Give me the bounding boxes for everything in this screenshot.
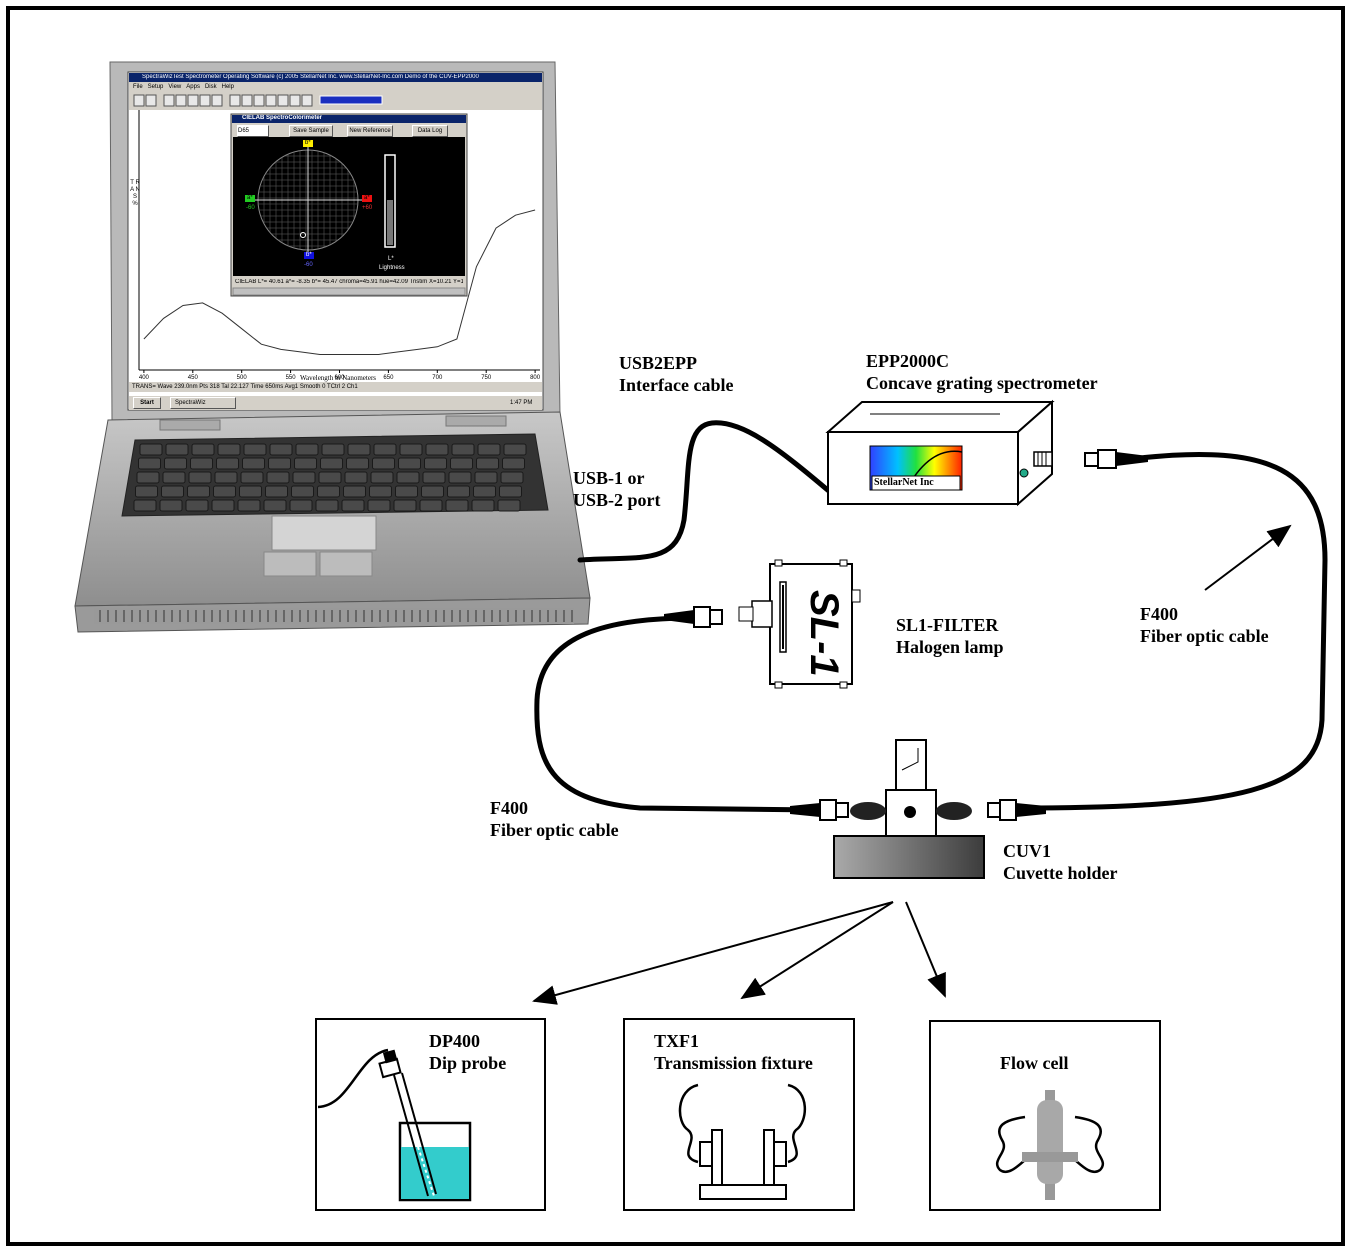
f400-left-cable <box>534 615 823 813</box>
x-tick-label: 800 <box>530 375 541 381</box>
x-tick-label: 650 <box>383 375 394 381</box>
toolbar <box>133 94 313 107</box>
toolbar-button-icon <box>211 94 223 107</box>
x-tick-label: 700 <box>432 375 443 381</box>
b-axis-bottom-label: b* <box>306 252 312 258</box>
epp2000c-spectrometer <box>825 399 1055 507</box>
lamp-marking: SL-1 <box>802 590 846 677</box>
connectors <box>664 449 1148 821</box>
toolbar-button-icon <box>277 94 289 107</box>
cables <box>534 420 1328 813</box>
page-border <box>6 6 1345 1246</box>
save-sample-button[interactable]: Save Sample <box>289 125 333 137</box>
x-tick-label: 500 <box>237 375 248 381</box>
a-axis-right-label: a* <box>364 195 370 201</box>
toolbar-button-icon <box>133 94 145 107</box>
menu-item-disk[interactable]: Disk <box>204 84 217 90</box>
data-log-button[interactable]: Data Log <box>412 125 448 137</box>
a-axis-right-value: +60 <box>362 205 373 211</box>
menu-item-help[interactable]: Help <box>221 84 234 90</box>
toolbar-button-icon <box>265 94 277 107</box>
x-tick-label: 400 <box>139 375 150 381</box>
status-bar: TRANS= Wave 239.0nm Pts 318 Tal 22.127 T… <box>132 384 358 390</box>
x-axis-label: Wavelength in Nanometers <box>300 374 377 382</box>
new-reference-button[interactable]: New Reference <box>347 125 393 137</box>
transmission-fixture-illustration <box>678 1083 807 1200</box>
transmission-chart: 400 450 500 550 600 650 700 750 800 <box>139 209 541 381</box>
menu-bar[interactable]: File Setup View Apps Disk Help <box>133 84 239 91</box>
dip-probe-illustration <box>317 1048 472 1202</box>
keyboard <box>133 443 527 512</box>
y-axis-label: T R A N S % <box>130 180 140 207</box>
toolbar-button-icon <box>175 94 187 107</box>
window-title: SpectraWizTest Spectrometer Operating So… <box>142 74 479 80</box>
menu-item-apps[interactable]: Apps <box>186 84 200 90</box>
taskbar-app-button[interactable]: SpectraWiz <box>170 397 236 409</box>
a-axis-left-label: a* <box>247 195 253 201</box>
cuv1-cuvette-holder <box>833 739 985 879</box>
toolbar-button-icon <box>229 94 241 107</box>
sl1-halogen-lamp <box>738 559 861 689</box>
b-axis-top-label: b* <box>305 140 311 146</box>
a-axis-left-value: -60 <box>246 205 255 211</box>
toolbar-button-icon <box>199 94 211 107</box>
toolbar-button-icon <box>145 94 157 107</box>
start-button[interactable]: Start <box>133 397 161 409</box>
colorimeter-dialog <box>230 113 468 297</box>
cielab-readout: CIELAB L*= 40.61 a*= -8.35 b*= 45.47 chr… <box>235 279 463 285</box>
toolbar-button-icon <box>289 94 301 107</box>
menu-item-view[interactable]: View <box>168 84 182 90</box>
toolbar-button-icon <box>241 94 253 107</box>
toolbar-button-icon <box>163 94 175 107</box>
usb2epp-cable <box>577 420 833 563</box>
x-tick-label: 550 <box>286 375 297 381</box>
menu-item-file[interactable]: File <box>133 84 143 90</box>
x-tick-label: 750 <box>481 375 492 381</box>
lightness-axis-label: L* <box>388 256 394 262</box>
accessory-box-flow-cell: Flow cell <box>929 1020 1161 1211</box>
f400-right-cable <box>1012 451 1328 811</box>
b-axis-bottom-value: -60 <box>304 262 313 268</box>
colorimeter-title: CIELAB SpectroColorimeter <box>242 115 323 121</box>
arrows <box>532 524 1292 1005</box>
footer-mark: – <box>178 1235 185 1250</box>
toolbar-button-icon <box>301 94 313 107</box>
illuminant-select[interactable]: D65 <box>237 125 269 137</box>
flow-cell-illustration <box>995 1090 1105 1200</box>
toolbar-button-icon <box>253 94 265 107</box>
transmission-series-line <box>143 209 536 355</box>
menu-item-setup[interactable]: Setup <box>147 84 164 90</box>
spectrometer-brand: StellarNet Inc <box>874 477 934 488</box>
accessory-title: Flow cell <box>1000 1053 1069 1073</box>
lightness-caption: Lightness <box>379 265 405 271</box>
toolbar-button-icon <box>187 94 199 107</box>
x-tick-label: 600 <box>334 375 345 381</box>
taskbar-clock: 1:47 PM <box>510 400 533 406</box>
x-tick-label: 450 <box>188 375 199 381</box>
